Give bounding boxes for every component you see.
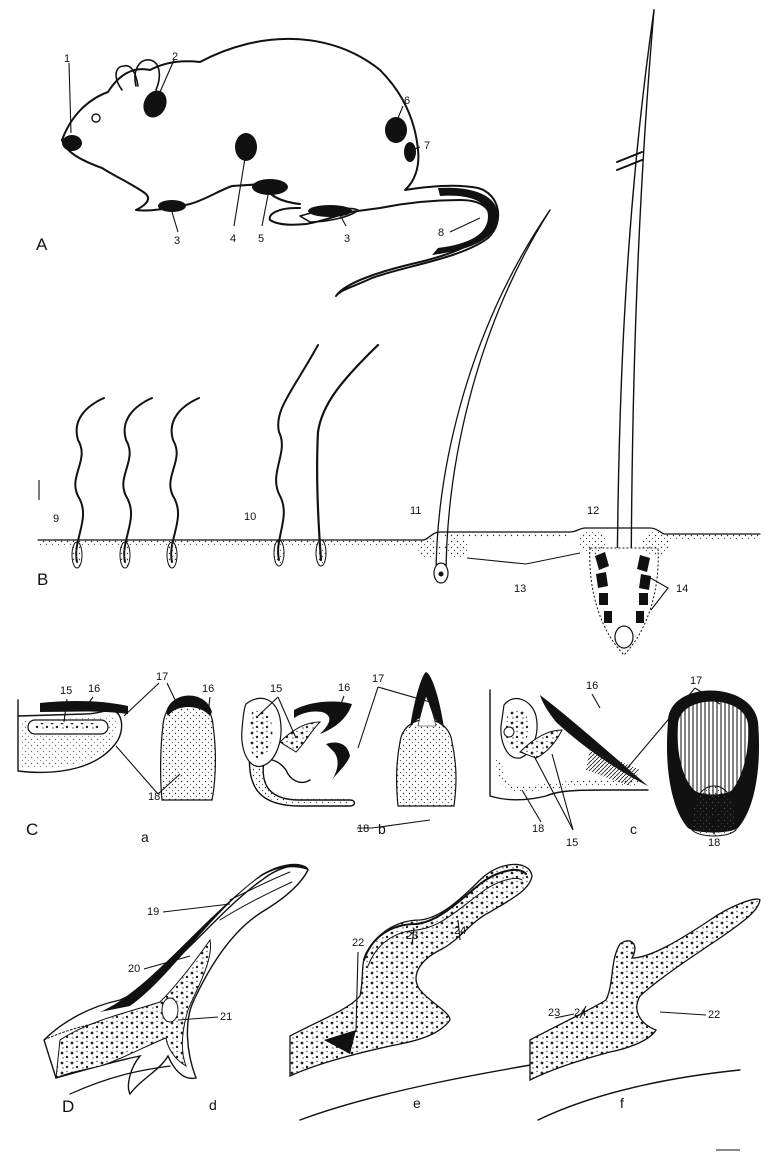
panel-c-claw-nail-hoof (18, 672, 759, 836)
panel-a-mouse (62, 39, 498, 296)
label-17-b: 17 (372, 673, 384, 685)
subpanel-label-d: d (209, 1097, 217, 1113)
label-18-c1: 18 (532, 823, 544, 835)
label-22-f: 22 (708, 1009, 720, 1021)
label-12: 12 (587, 505, 599, 517)
label-19: 19 (147, 906, 159, 918)
label-17-c: 17 (690, 675, 702, 687)
label-16-b: 16 (338, 682, 350, 694)
label-15-a: 15 (60, 685, 72, 697)
label-4: 4 (230, 233, 236, 245)
label-9: 9 (53, 513, 59, 525)
label-17-a: 17 (156, 671, 168, 683)
panel-label-d: D (62, 1097, 74, 1116)
label-18-a: 18 (148, 791, 160, 803)
label-13: 13 (514, 583, 526, 595)
label-24-e: 24 (454, 925, 466, 937)
label-22-e: 22 (352, 937, 364, 949)
label-14: 14 (676, 583, 688, 595)
label-24-f: 24 (574, 1007, 586, 1019)
label-10: 10 (244, 511, 256, 523)
subpanel-label-f: f (620, 1095, 624, 1111)
label-18-b: 18 (357, 823, 369, 835)
subpanel-label-e: e (413, 1095, 421, 1111)
label-6: 6 (404, 95, 410, 107)
label-7: 7 (424, 140, 430, 152)
subpanel-label-b: b (378, 821, 386, 837)
label-16-a1: 16 (88, 683, 100, 695)
label-23-e: 23 (406, 930, 418, 942)
panel-label-c: C (26, 820, 38, 839)
label-18-c2: 18 (708, 837, 720, 849)
label-15-c: 15 (566, 837, 578, 849)
label-16-c: 16 (586, 680, 598, 692)
subpanel-label-a: a (141, 829, 149, 845)
label-21: 21 (220, 1011, 232, 1023)
panel-label-a: A (36, 235, 48, 254)
subpanel-label-c: c (630, 821, 637, 837)
label-20: 20 (128, 963, 140, 975)
label-23-f: 23 (548, 1007, 560, 1019)
label-3-hind: 3 (344, 233, 350, 245)
panel-label-b: B (37, 570, 48, 589)
label-16-a2: 16 (202, 683, 214, 695)
label-2: 2 (172, 51, 178, 63)
label-15-b: 15 (270, 683, 282, 695)
label-1: 1 (64, 53, 70, 65)
label-8: 8 (438, 227, 444, 239)
label-3-front: 3 (174, 235, 180, 247)
label-5: 5 (258, 233, 264, 245)
label-11: 11 (410, 505, 421, 517)
